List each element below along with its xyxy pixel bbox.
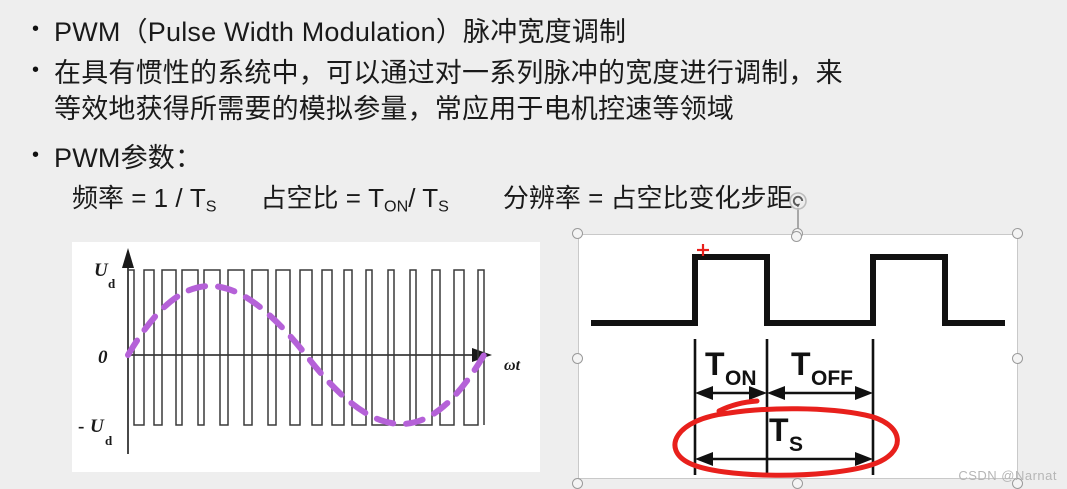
selection-handle-bottom-middle[interactable] bbox=[792, 478, 803, 489]
label-x-axis-omega-t: ωt bbox=[504, 357, 521, 374]
selection-handle-top-right[interactable] bbox=[1012, 228, 1023, 239]
formula-resolution-eq: = bbox=[588, 183, 604, 213]
pwm-period-figure-selection[interactable]: T ON T OFF T S bbox=[572, 228, 1023, 489]
description-line-1: 在具有惯性的系统中，可以通过对一系列脉冲的宽度进行调制，来 bbox=[54, 58, 843, 88]
label-ud-bottom-base: U bbox=[90, 416, 105, 437]
formula-duty-numerator: T bbox=[368, 183, 385, 213]
formula-duty-denominator: T bbox=[422, 183, 439, 213]
formula-duty-slash: / bbox=[408, 183, 416, 213]
label-ts-base: T bbox=[769, 412, 789, 448]
csdn-watermark: CSDN @Narnat bbox=[958, 468, 1057, 483]
formula-frequency-denominator: T bbox=[189, 183, 206, 213]
formula-duty-denominator-sub: S bbox=[438, 197, 449, 216]
bullet-dot-icon: • bbox=[32, 144, 40, 166]
formula-frequency-label: 频率 bbox=[72, 183, 125, 213]
bullet-item-pwm-description[interactable]: • 在具有惯性的系统中，可以通过对一系列脉冲的宽度进行调制，来 等效地获得所需要… bbox=[32, 55, 843, 127]
spwm-pulse-train bbox=[127, 269, 485, 426]
label-ud-top-base: U bbox=[94, 260, 109, 281]
pwm-figure-labels: T ON T OFF T S bbox=[705, 346, 853, 456]
selection-handle-middle-left[interactable] bbox=[572, 353, 583, 364]
label-origin: 0 bbox=[98, 347, 108, 368]
bullet-text-pwm-definition: PWM（Pulse Width Modulation）脉冲宽度调制 bbox=[54, 17, 627, 47]
bullet-item-pwm-parameters[interactable]: • PWM参数： bbox=[32, 140, 202, 176]
rotation-handle-stem bbox=[797, 208, 799, 236]
label-ts-sub: S bbox=[789, 433, 803, 456]
formula-frequency: 频率 = 1 / TS bbox=[72, 178, 216, 217]
formula-duty-cycle: 占空比 = TON/ TS bbox=[260, 178, 448, 217]
spwm-waveform-figure[interactable]: U d 0 - U d ωt bbox=[72, 242, 540, 472]
formula-duty-numerator-sub: ON bbox=[384, 197, 409, 216]
label-ton-base: T bbox=[705, 346, 725, 382]
bullet-dot-icon: • bbox=[32, 59, 40, 81]
label-ton-sub: ON bbox=[725, 367, 757, 390]
formula-duty-label: 占空比 bbox=[260, 183, 339, 213]
bullet-dot-icon: • bbox=[32, 18, 40, 40]
selection-handle-bottom-left[interactable] bbox=[572, 478, 583, 489]
pwm-square-wave bbox=[591, 254, 1005, 326]
formula-resolution-value: 占空比变化步距 bbox=[610, 183, 793, 213]
pwm-period-svg: T ON T OFF T S bbox=[591, 244, 1005, 478]
t-off-dimension-arrow bbox=[767, 386, 873, 400]
t-on-dimension-arrow bbox=[695, 386, 767, 400]
t-s-dimension-arrow bbox=[695, 452, 873, 466]
formula-frequency-denominator-sub: S bbox=[205, 197, 217, 216]
label-ud-bottom-sub: d bbox=[105, 433, 113, 448]
spwm-waveform-svg: U d 0 - U d ωt bbox=[78, 248, 521, 454]
formula-frequency-slash: / bbox=[175, 183, 183, 213]
formula-resolution-label: 分辨率 bbox=[502, 183, 581, 213]
rotation-handle-anchor[interactable] bbox=[791, 231, 802, 242]
formula-frequency-eq: = bbox=[131, 183, 147, 213]
formula-frequency-numerator: 1 bbox=[153, 183, 169, 213]
selection-handle-middle-right[interactable] bbox=[1012, 353, 1023, 364]
label-toff-sub: OFF bbox=[811, 367, 853, 390]
formula-resolution: 分辨率 = 占空比变化步距 bbox=[503, 178, 793, 215]
left-figure-labels: U d 0 - U d ωt bbox=[78, 260, 521, 448]
reference-sine-wave bbox=[125, 283, 487, 427]
plus-annotation-icon bbox=[697, 244, 709, 256]
description-line-2: 等效地获得所需要的模拟参量，常应用于电机控速等领域 bbox=[54, 94, 734, 124]
bullet-text-pwm-description: 在具有惯性的系统中，可以通过对一系列脉冲的宽度进行调制，来 等效地获得所需要的模… bbox=[54, 55, 843, 127]
rotate-icon[interactable] bbox=[789, 192, 807, 210]
label-toff-base: T bbox=[791, 346, 811, 382]
bullet-text-pwm-parameters: PWM参数： bbox=[54, 143, 203, 173]
selection-handle-top-left[interactable] bbox=[572, 228, 583, 239]
pwm-period-figure[interactable]: T ON T OFF T S bbox=[578, 234, 1018, 479]
red-ellipse-highlight bbox=[672, 398, 900, 478]
formula-duty-eq: = bbox=[345, 183, 361, 213]
label-ud-bottom-prefix: - bbox=[78, 416, 84, 437]
label-ud-top-sub: d bbox=[108, 276, 116, 291]
bullet-item-pwm-definition[interactable]: • PWM（Pulse Width Modulation）脉冲宽度调制 bbox=[32, 14, 626, 50]
